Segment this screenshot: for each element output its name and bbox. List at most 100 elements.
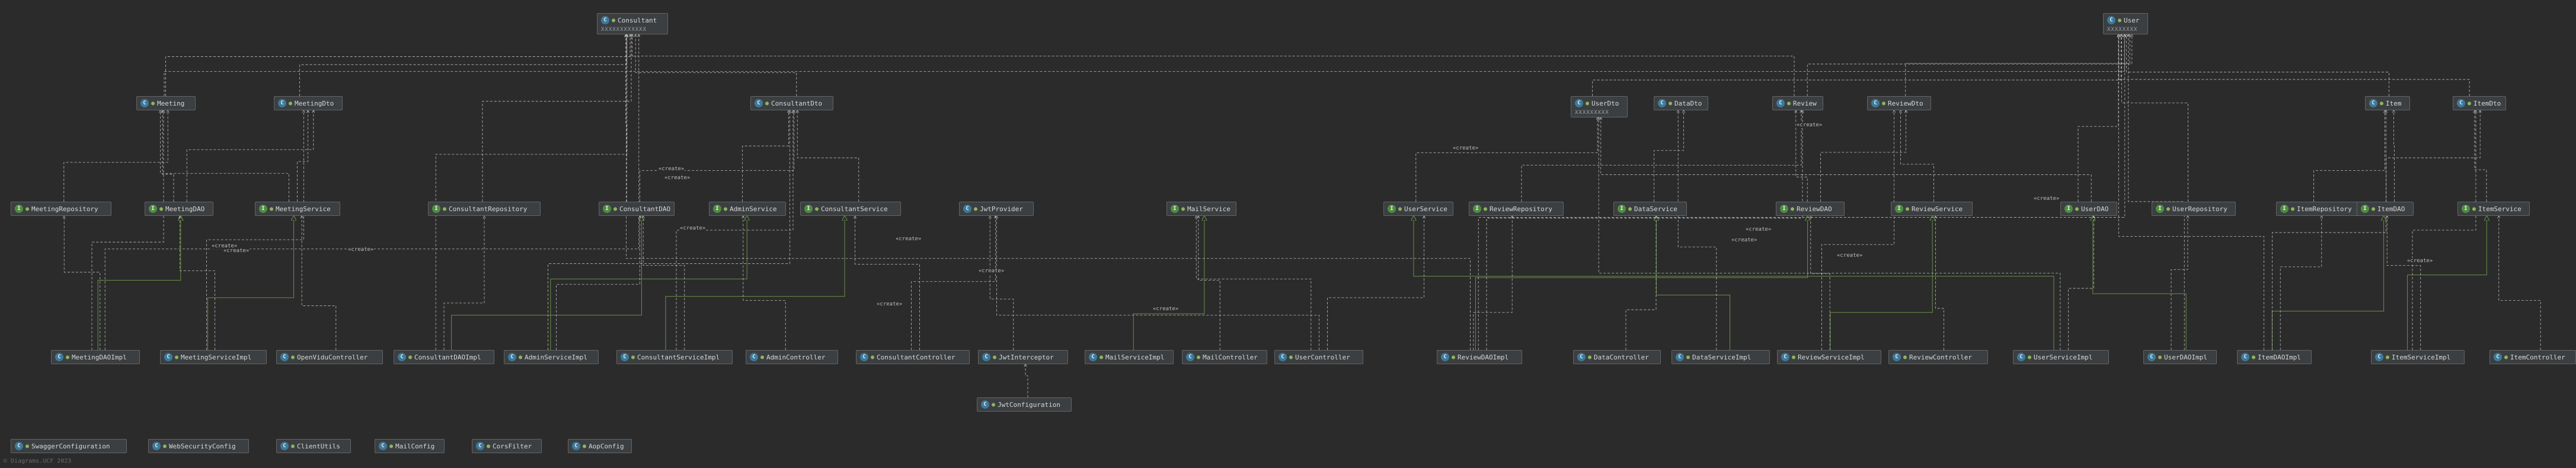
dependency-edge <box>2412 110 2476 350</box>
dependency-edge <box>1198 216 1220 350</box>
node-jwtconfiguration[interactable]: C●JwtConfiguration <box>977 397 1072 412</box>
node-label: AopConfig <box>589 442 624 450</box>
node-consultantdto[interactable]: C●ConsultantDto <box>750 96 833 110</box>
node-aopconfig[interactable]: C●AopConfig <box>568 439 632 453</box>
node-label: MeetingServiceImpl <box>181 353 252 361</box>
class-icon: C <box>1279 353 1287 361</box>
create-label: «create» <box>347 247 375 253</box>
node-review[interactable]: C●Review <box>1772 96 1823 110</box>
node-itemcontroller[interactable]: C●ItemController <box>2489 350 2576 364</box>
node-mailcontroller[interactable]: C●MailController <box>1182 350 1267 364</box>
dependency-edge <box>1478 34 2125 350</box>
node-label: AdminServiceImpl <box>525 353 587 361</box>
node-meetingdto[interactable]: C●MeetingDto <box>274 96 343 110</box>
node-itemdto[interactable]: C●ItemDto <box>2453 96 2506 110</box>
node-label: UserDAOImpl <box>2164 353 2207 361</box>
node-itemserviceimpl[interactable]: C●ItemServiceImpl <box>2371 350 2465 364</box>
node-usercontroller[interactable]: C●UserController <box>1274 350 1363 364</box>
node-clientutils[interactable]: C●ClientUtils <box>276 439 351 453</box>
node-swaggerconfiguration[interactable]: C●SwaggerConfiguration <box>11 439 127 453</box>
dependency-edge <box>91 110 164 350</box>
dependency-edge <box>2127 34 2389 96</box>
node-websecurityconfig[interactable]: C●WebSecurityConfig <box>148 439 249 453</box>
create-label: «create» <box>895 236 922 242</box>
node-openvidu[interactable]: C●OpenViduController <box>276 350 383 364</box>
class-icon: C <box>2017 353 2025 361</box>
node-itemdao[interactable]: I●ItemDAO <box>2357 202 2414 216</box>
dependency-edge <box>1521 110 1801 202</box>
create-label: «create» <box>223 248 250 254</box>
public-visibility-icon: ● <box>519 354 523 361</box>
node-reviewrepository[interactable]: I●ReviewRepository <box>1469 202 1564 216</box>
node-adminserviceimpl[interactable]: C●AdminServiceImpl <box>504 350 599 364</box>
create-label: «create» <box>1796 122 1823 128</box>
node-itemdaoimpl[interactable]: C●ItemDAOImpl <box>2237 350 2312 364</box>
public-visibility-icon: ● <box>1791 205 1795 212</box>
node-consultantserviceimpl[interactable]: C●ConsultantServiceImpl <box>616 350 733 364</box>
node-mailconfig[interactable]: C●MailConfig <box>375 439 445 453</box>
node-consultantrepository[interactable]: I●ConsultantRepository <box>428 202 541 216</box>
dependency-edge <box>63 110 168 202</box>
node-jwtprovider[interactable]: C●JwtProvider <box>959 202 1034 216</box>
node-userservice[interactable]: I●UserService <box>1383 202 1453 216</box>
node-reviewcontroller[interactable]: C●ReviewController <box>1888 350 1988 364</box>
interface-icon: I <box>804 205 813 213</box>
node-item[interactable]: C●Item <box>2365 96 2410 110</box>
class-icon: C <box>981 400 989 409</box>
node-label: DataService <box>1634 205 1677 213</box>
node-adminservice[interactable]: I●AdminService <box>709 202 786 216</box>
public-visibility-icon: ● <box>2380 100 2384 107</box>
node-userrepository[interactable]: I●UserRepository <box>2152 202 2236 216</box>
node-label: ItemDAOImpl <box>2258 353 2301 361</box>
class-icon: C <box>280 353 289 361</box>
node-itemrepository[interactable]: I●ItemRepository <box>2276 202 2359 216</box>
node-dataserviceimpl[interactable]: C●DataServiceImpl <box>1671 350 1770 364</box>
interface-icon: I <box>1618 205 1626 213</box>
public-visibility-icon: ● <box>291 354 295 361</box>
node-mailservice[interactable]: I●MailService <box>1166 202 1236 216</box>
node-dataservice[interactable]: I●DataService <box>1613 202 1687 216</box>
dependency-edge <box>1415 117 1597 202</box>
node-userdaoimpl[interactable]: C●UserDAOImpl <box>2143 350 2217 364</box>
node-corsfilter[interactable]: C●CorsFilter <box>472 439 542 453</box>
node-datacontroller[interactable]: C●DataController <box>1573 350 1661 364</box>
node-meetingserviceimpl[interactable]: C●MeetingServiceImpl <box>160 350 267 364</box>
node-admincontroller[interactable]: C●AdminController <box>746 350 838 364</box>
node-mailserviceimpl[interactable]: C●MailServiceImpl <box>1085 350 1174 364</box>
node-reviewserviceimpl[interactable]: C●ReviewServiceImpl <box>1777 350 1881 364</box>
node-consultant[interactable]: C●Consultant XXXXXXXXXXXX <box>597 13 668 34</box>
node-jwtinterceptor[interactable]: C●JwtInterceptor <box>978 350 1068 364</box>
node-userdao[interactable]: I●UserDAO <box>2060 202 2117 216</box>
node-reviewdao[interactable]: I●ReviewDAO <box>1776 202 1845 216</box>
node-label: ConsultantDAO <box>619 205 671 213</box>
node-meetingdao[interactable]: I●MeetingDAO <box>145 202 213 216</box>
node-consultantcontroller[interactable]: C●ConsultantController <box>856 350 970 364</box>
node-consultantservice[interactable]: I●ConsultantService <box>800 202 901 216</box>
node-label: MailController <box>1203 353 1258 361</box>
node-meetingrepository[interactable]: I●MeetingRepository <box>11 202 111 216</box>
public-visibility-icon: ● <box>1181 205 1185 212</box>
node-meeting[interactable]: C●Meeting <box>136 96 196 110</box>
dependency-edge <box>160 110 289 202</box>
node-userserviceimpl[interactable]: C●UserServiceImpl <box>2013 350 2109 364</box>
node-reviewdto[interactable]: C●ReviewDto <box>1867 96 1931 110</box>
node-label: UserController <box>1295 353 1350 361</box>
public-visibility-icon: ● <box>765 100 769 107</box>
node-user[interactable]: C●User XXXXXXXX <box>2103 13 2148 34</box>
class-icon: C <box>1776 99 1785 107</box>
node-meetingdaoimpl[interactable]: C●MeetingDAOImpl <box>51 350 140 364</box>
node-consultantdaoimpl[interactable]: C●ConsultantDAOImpl <box>394 350 494 364</box>
node-datadto[interactable]: C●DataDto <box>1654 96 1708 110</box>
node-itemservice[interactable]: I●ItemService <box>2457 202 2530 216</box>
realization-edge <box>2407 216 2487 350</box>
class-icon: C <box>152 442 161 450</box>
node-userdto[interactable]: C●UserDto XXXXXXXXX <box>1571 96 1628 117</box>
public-visibility-icon: ● <box>289 100 293 107</box>
node-label: MailService <box>1187 205 1231 213</box>
node-reviewdaoimpl[interactable]: C●ReviewDAOImpl <box>1437 350 1522 364</box>
class-icon: C <box>379 442 387 450</box>
node-meetingservice[interactable]: I●MeetingService <box>255 202 340 216</box>
node-reviewservice[interactable]: I●ReviewService <box>1891 202 1973 216</box>
node-consultantdao[interactable]: I●ConsultantDAO <box>599 202 675 216</box>
